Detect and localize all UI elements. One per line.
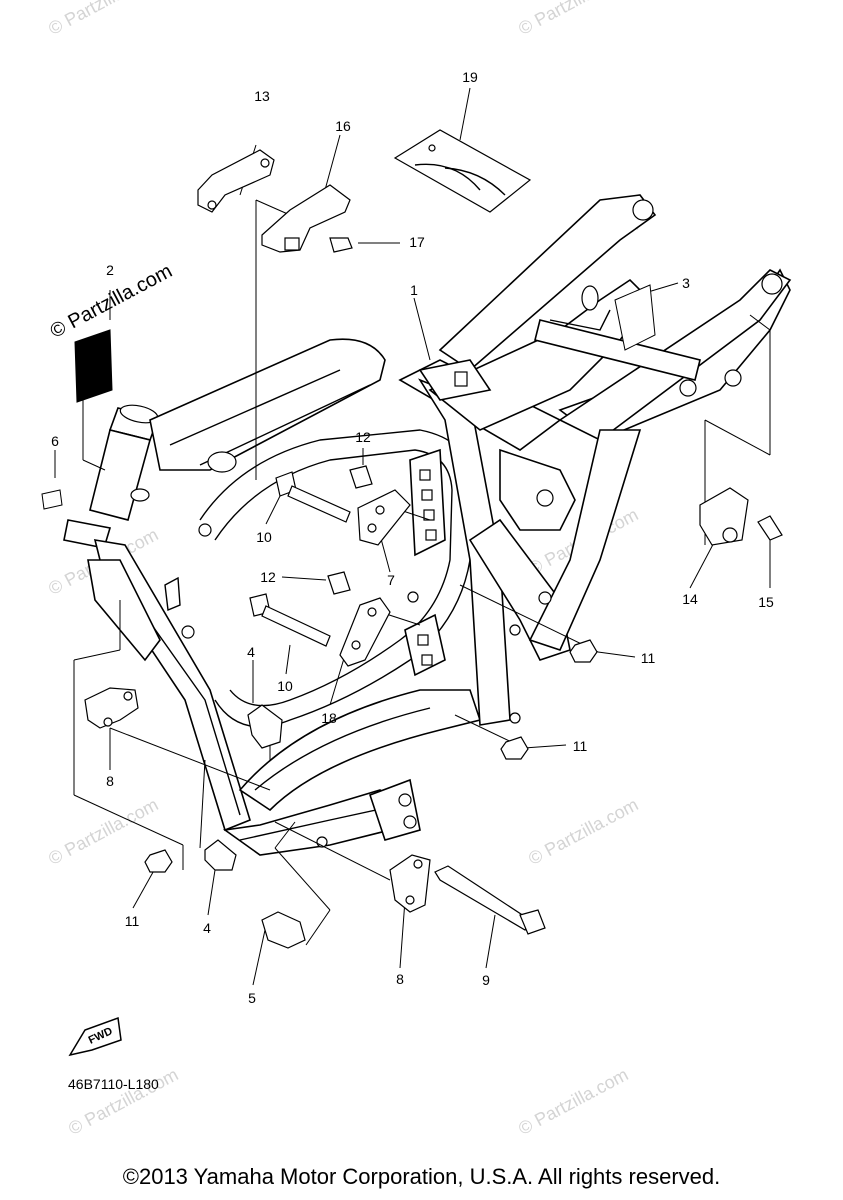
callout-15: 15: [758, 594, 774, 610]
callout-10: 10: [256, 529, 272, 545]
callout-3: 3: [682, 275, 690, 291]
callout-4: 4: [203, 920, 211, 936]
callout-12: 12: [355, 429, 371, 445]
callout-7: 7: [387, 572, 395, 588]
small-parts: [84, 129, 783, 949]
callout-8: 8: [396, 971, 404, 987]
callout-6: 6: [51, 433, 59, 449]
callout-1: 1: [410, 282, 418, 298]
callout-19: 19: [462, 69, 478, 85]
main-frame: [63, 194, 792, 856]
callout-11: 11: [572, 738, 588, 754]
callout-14: 14: [682, 591, 698, 607]
callout-11: 11: [124, 913, 140, 929]
copyright-notice: ©2013 Yamaha Motor Corporation, U.S.A. A…: [122, 1164, 721, 1189]
callout-18: 18: [321, 710, 337, 726]
callout-4: 4: [247, 644, 255, 660]
callout-2: 2: [106, 262, 114, 278]
callout-11: 11: [640, 650, 656, 666]
callout-8: 8: [106, 773, 114, 789]
callout-12: 12: [260, 569, 276, 585]
callout-10: 10: [277, 678, 293, 694]
callout-13: 13: [254, 88, 270, 104]
callout-9: 9: [482, 972, 490, 988]
callout-17: 17: [409, 234, 425, 250]
fwd-arrow-icon: [68, 1016, 122, 1057]
diagram-code: 46B7110-L180: [68, 1076, 159, 1092]
leader-lines: [41, 87, 771, 986]
callout-5: 5: [248, 990, 256, 1006]
callout-16: 16: [335, 118, 351, 134]
